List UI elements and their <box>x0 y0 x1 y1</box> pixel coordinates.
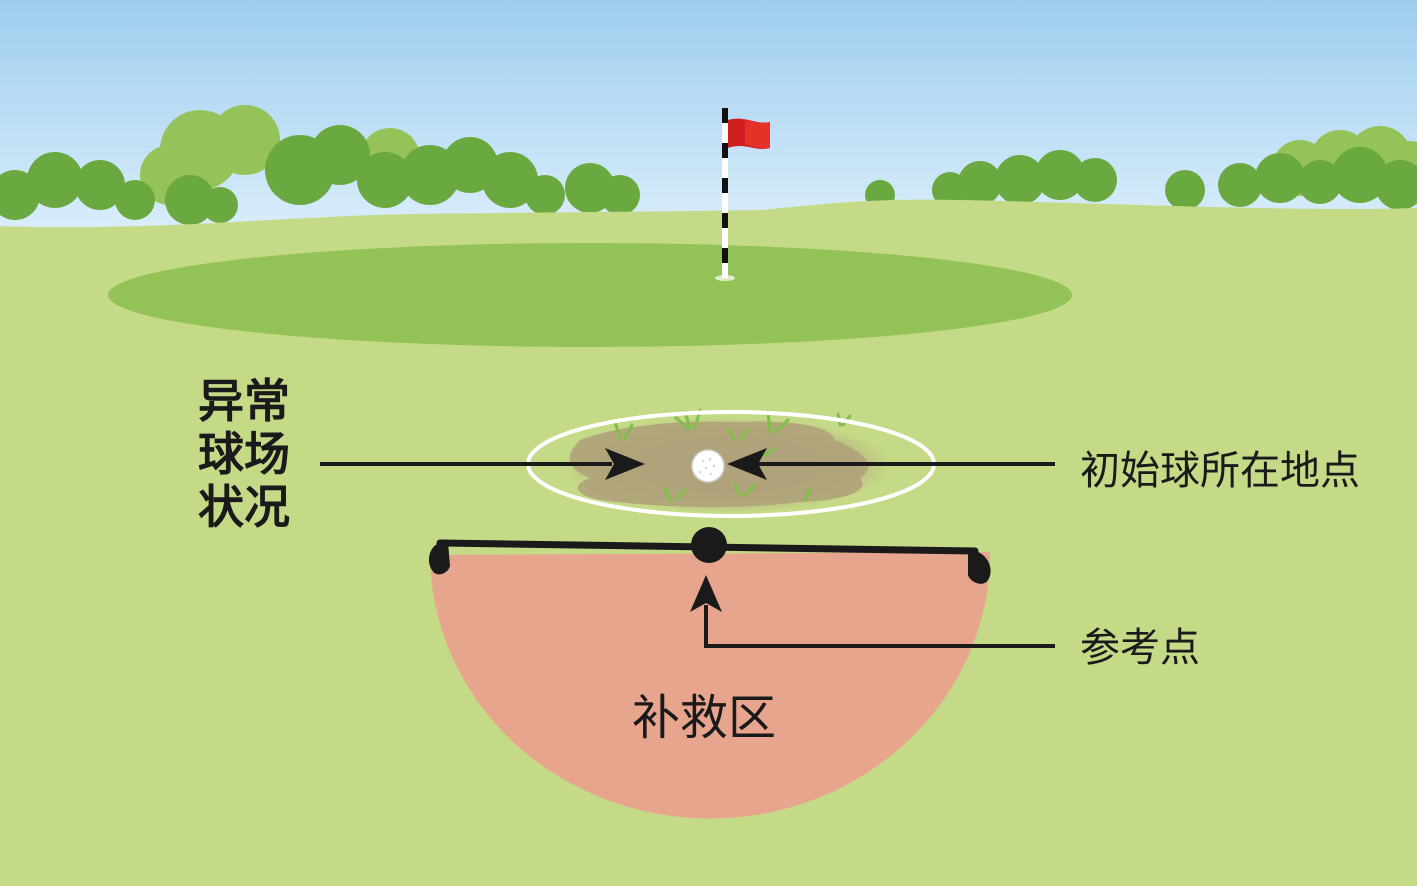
reference-point-dot <box>691 527 727 563</box>
abnormal-label-line-3: 状况 <box>198 480 290 534</box>
abnormal-course-condition-label: 异常 球场 状况 <box>198 375 290 534</box>
relief-area-label: 补救区 <box>632 690 777 746</box>
reference-point-label: 参考点 <box>1080 625 1200 671</box>
relief-area <box>430 552 991 819</box>
abnormal-condition-arrow <box>320 448 645 480</box>
reference-point-arrow <box>690 575 1055 648</box>
abnormal-label-line-2: 球场 <box>198 427 290 481</box>
original-spot-arrow <box>727 448 1055 480</box>
tree-line-front <box>0 125 1417 225</box>
golf-ball-icon <box>691 449 725 483</box>
original-spot-label: 初始球所在地点 <box>1080 448 1360 494</box>
flag-icon <box>715 108 770 281</box>
abnormal-label-line-1: 异常 <box>198 374 290 428</box>
putting-green <box>108 243 1072 347</box>
